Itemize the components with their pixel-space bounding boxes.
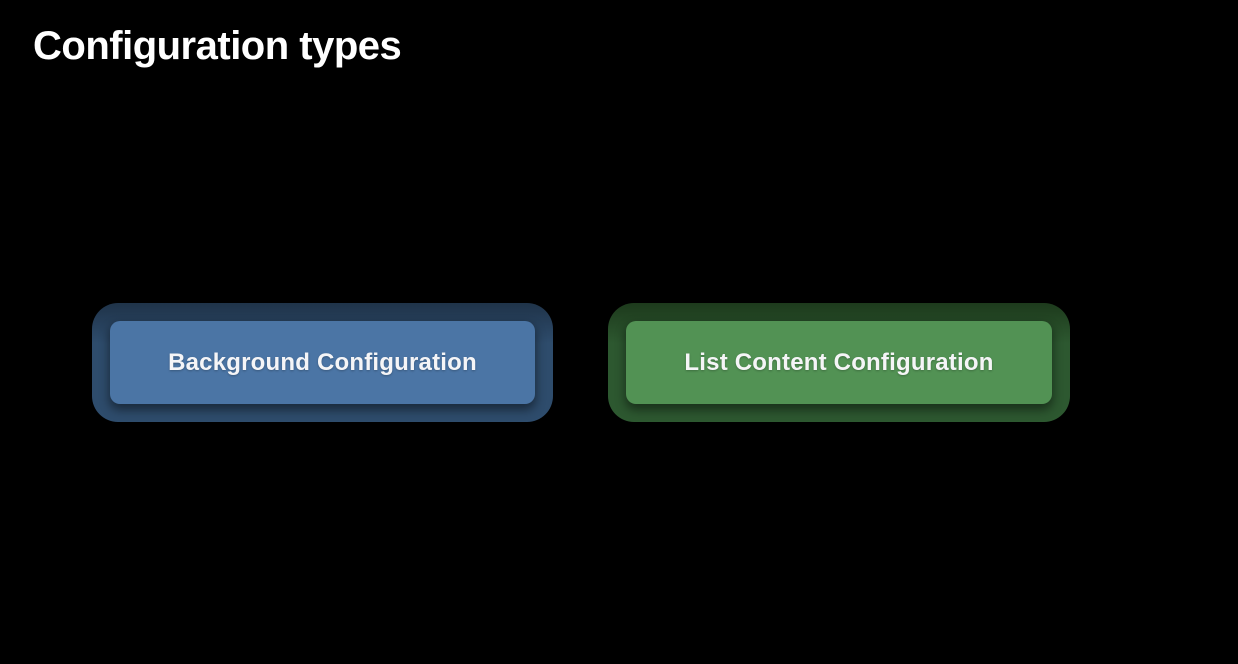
background-configuration-panel: Background Configuration bbox=[110, 321, 535, 404]
background-configuration-label: Background Configuration bbox=[168, 348, 477, 376]
slide-title: Configuration types bbox=[33, 24, 402, 68]
list-content-configuration-label: List Content Configuration bbox=[684, 348, 994, 376]
list-content-configuration-panel: List Content Configuration bbox=[626, 321, 1052, 404]
list-content-configuration-node: List Content Configuration bbox=[608, 303, 1070, 422]
background-configuration-node: Background Configuration bbox=[92, 303, 553, 422]
